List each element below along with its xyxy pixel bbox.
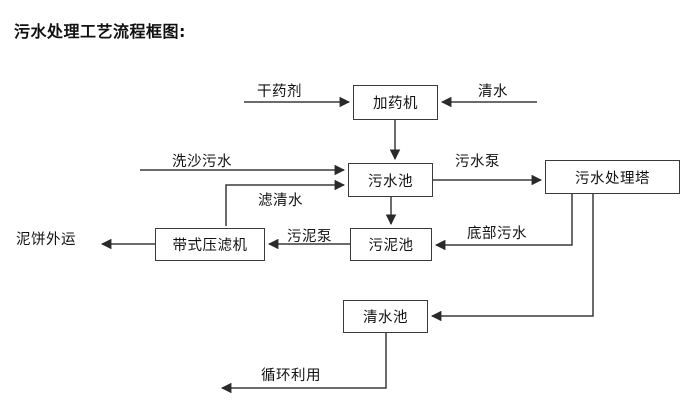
node-dosing-machine[interactable]: 加药机	[353, 85, 438, 120]
node-sewage-pool[interactable]: 污水池	[348, 163, 433, 197]
node-label: 加药机	[373, 96, 418, 112]
edge-treatment-tower-to-clear-water-pool	[430, 194, 594, 322]
edge-label-sand-wash-sewage: 洗沙污水	[172, 154, 232, 170]
node-label: 污水处理塔	[575, 170, 650, 187]
edge-clear-water-pool-to-recycle-use	[220, 333, 387, 394]
node-label: 带式压滤机	[172, 238, 248, 254]
edge-label-clean-water: 清水	[478, 84, 508, 100]
edge-bottom-sewage-to-sludge-pool	[434, 194, 573, 251]
node-treatment-tower[interactable]: 污水处理塔	[545, 160, 680, 194]
node-label: 污水池	[368, 173, 413, 190]
edge-label-bottom-sewage: 底部污水	[467, 226, 527, 242]
node-sludge-pool[interactable]: 污泥池	[350, 228, 432, 261]
node-label: 污泥池	[368, 238, 414, 254]
edge-label-mud-cake-out: 泥饼外运	[16, 232, 76, 248]
page-title: 污水处理工艺流程框图:	[14, 22, 186, 41]
edge-filtrate-water-to-sewage-pool	[225, 179, 346, 226]
edge-label-sewage-pump: 污水泵	[455, 154, 500, 170]
node-label: 清水池	[363, 310, 408, 326]
node-belt-filter-press[interactable]: 带式压滤机	[155, 228, 265, 261]
edge-label-dry-reagent: 干药剂	[257, 84, 302, 100]
edge-label-recycle-use: 循环利用	[261, 368, 321, 384]
node-clear-water-pool[interactable]: 清水池	[343, 300, 428, 333]
edge-label-filtrate-water: 滤清水	[258, 193, 303, 209]
edge-label-sludge-pump: 污泥泵	[287, 229, 332, 245]
